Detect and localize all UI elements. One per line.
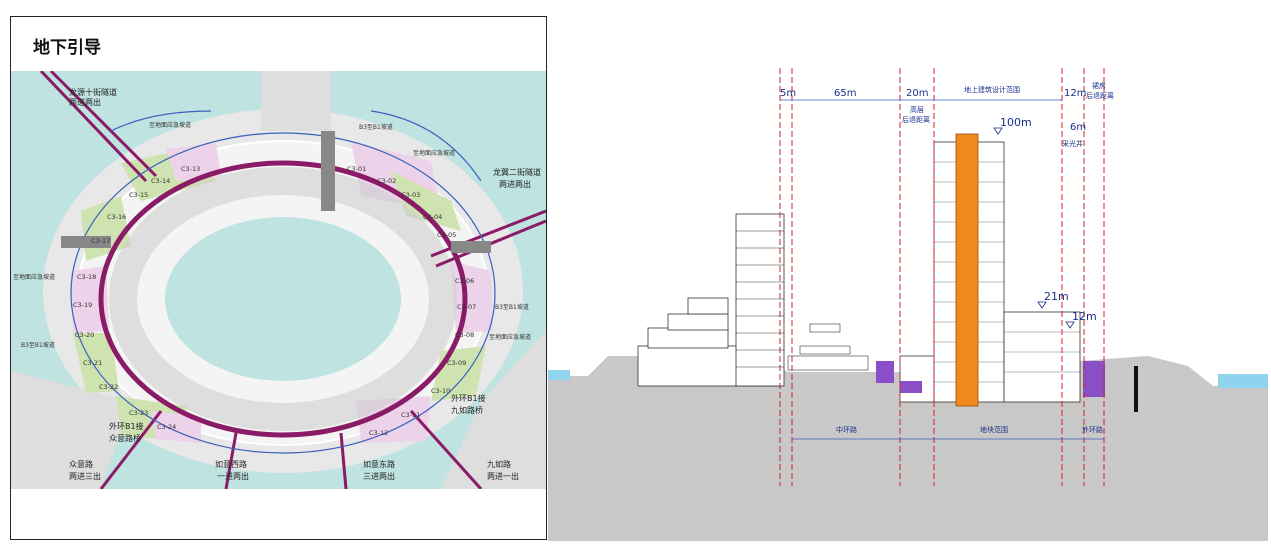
label-middle-ring-road: 中环路 (836, 425, 857, 434)
water-left (548, 370, 570, 380)
inner-lake (165, 217, 401, 381)
ramp-label-4: 至地面应急坡道 (13, 273, 55, 281)
inner-plot-ring (109, 167, 457, 431)
left-building (637, 213, 785, 387)
plot-label-c3-11: C3-11 (401, 411, 420, 419)
plot-label-c3-22: C3-22 (99, 383, 118, 391)
road-label-2-line2: 一进两出 (217, 471, 249, 481)
red-dimension-lines (779, 68, 1105, 486)
plot-label-c3-17: C3-17 (91, 237, 110, 245)
plot-label-c3-24: C3-24 (157, 423, 176, 431)
note-podium-line2: 后退距离 (1086, 91, 1114, 100)
purple-block-1 (876, 361, 894, 383)
ramp-label-3: 至地面应急坡道 (413, 149, 455, 157)
dark-wall (1134, 366, 1138, 412)
road-label-3-line2: 三进两出 (363, 471, 395, 481)
tunnel-label-2-line1: 龙翼二街隧道 (493, 167, 541, 177)
dim-20m: 20m (906, 88, 928, 99)
ramp-lines (70, 110, 496, 454)
road-label-1-line2: 两进三出 (69, 471, 101, 481)
road-label-4-line2: 两进一出 (487, 471, 519, 481)
purple-block-2 (900, 381, 922, 393)
note-podium-line1: 裙房 (1092, 81, 1106, 90)
plot-label-c3-23: C3-23 (129, 409, 148, 417)
road-label-1-line1: 众意路 (69, 459, 93, 469)
plot-label-c3-18: C3-18 (77, 273, 96, 281)
plot-label-c3-12: C3-12 (369, 429, 388, 437)
dim-6m: 6m (1070, 122, 1086, 133)
land-corner-sw (11, 371, 131, 489)
purple-block-3 (1083, 361, 1105, 397)
road-label-4-line1: 九如路 (487, 459, 511, 469)
blue-dimension-lines (780, 99, 1104, 440)
plot-label-c3-13: C3-13 (181, 165, 200, 173)
building-section-diagram: 5m 65m 20m 地上建筑设计范围 12m 高层 后退距离 裙房 后退距离 … (548, 68, 1268, 541)
tunnel-label-1-line2: 两进两出 (69, 97, 101, 107)
ramp-label-1: 至地面应急坡道 (149, 121, 191, 129)
tunnel-block-west (61, 236, 111, 248)
label-outer-ring-road: 外环路 (1082, 425, 1103, 434)
tunnel-label-2-line2: 两进两出 (499, 179, 531, 189)
road-label-3-line1: 如意东路 (363, 459, 395, 469)
road-label-2-line1: 如意西路 (215, 459, 247, 469)
water-right (1218, 374, 1268, 388)
plot-label-c3-07: C3-07 (457, 303, 476, 311)
plot-label-c3-06: C3-06 (455, 277, 474, 285)
plot-label-c3-05: C3-05 (437, 231, 456, 239)
plot-label-c3-09: C3-09 (447, 359, 466, 367)
plot-label-c3-02: C3-02 (377, 177, 396, 185)
height-100m: 100m (1000, 116, 1032, 129)
land-corner-n (261, 71, 331, 131)
height-12m: 12m (1072, 310, 1097, 323)
ramp-label-6: B3至B1坡道 (21, 341, 55, 349)
dim-65m: 65m (834, 88, 856, 99)
skylight-label: 采光井 (1062, 139, 1083, 148)
underground-guide-panel: 地下引导 (10, 16, 547, 540)
height-triangles (993, 127, 1075, 329)
panel-title: 地下引导 (33, 38, 101, 58)
dim-design-range: 地上建筑设计范围 (964, 85, 1020, 94)
plot-label-c3-14: C3-14 (151, 177, 170, 185)
underground-plan-map: 龙源十街隧道 两进两出 龙翼二街隧道 两进两出 至地面应急坡道 B3至B1坡道 … (11, 71, 546, 489)
plot-label-c3-01: C3-01 (347, 165, 366, 173)
height-21m: 21m (1044, 290, 1069, 303)
ramp-label-5: B3至B1坡道 (495, 303, 529, 311)
bridge-label-2-line2: 众意路桥 (109, 433, 141, 443)
plot-label-c3-10: C3-10 (431, 387, 450, 395)
bridge-label-1-line2: 九如路桥 (451, 405, 483, 415)
note-highrise-line1: 高层 (910, 105, 924, 114)
plot-label-c3-16: C3-16 (107, 213, 126, 221)
dim-12m-top: 12m (1064, 88, 1086, 99)
plot-label-c3-21: C3-21 (83, 359, 102, 367)
tunnel-label-1-line1: 龙源十街隧道 (69, 87, 117, 97)
tunnel-block-east (451, 241, 491, 253)
bridge-label-2-line1: 外环B1接 (109, 421, 144, 431)
plot-label-c3-08: C3-08 (455, 331, 474, 339)
dim-5m: 5m (780, 88, 796, 99)
plot-label-c3-03: C3-03 (401, 191, 420, 199)
ramp-label-2: B3至B1坡道 (359, 123, 393, 131)
tunnel-block-north (321, 131, 335, 211)
middle-road-structures (787, 323, 869, 371)
ramp-label-7: 至地面应急坡道 (489, 333, 531, 341)
plot-label-c3-15: C3-15 (129, 191, 148, 199)
land-corner-se (441, 331, 546, 489)
note-highrise-line2: 后退距离 (902, 115, 930, 124)
left-building-floors (736, 230, 784, 368)
plot-label-c3-19: C3-19 (73, 301, 92, 309)
bridge-label-1-line1: 外环B1接 (451, 393, 486, 403)
label-plot-range: 地块范围 (980, 425, 1008, 434)
plot-label-c3-04: C3-04 (423, 213, 442, 221)
plot-label-c3-20: C3-20 (75, 331, 94, 339)
main-tower (899, 141, 1081, 403)
ground-section (548, 356, 1268, 541)
tower-core (955, 133, 979, 407)
